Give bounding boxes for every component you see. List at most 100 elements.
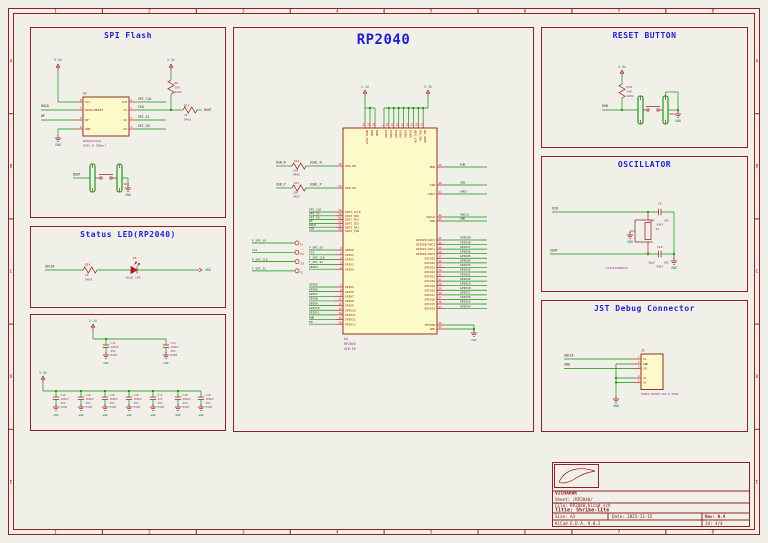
test-point[interactable] [294, 249, 300, 255]
text-label: GPIO4 [345, 267, 354, 271]
text-label: GPIO6 [345, 290, 354, 294]
text-label: GPIO22 [460, 268, 471, 272]
text-label: XIN [430, 183, 435, 187]
text-label: USBL_P [310, 183, 322, 187]
text-label: 1 [54, 8, 57, 14]
text-label: XIN [552, 207, 558, 211]
text-label: VICHARAK [555, 491, 577, 497]
text-label: 2 [148, 8, 151, 14]
text-label: CS1 [300, 253, 305, 256]
load-cap-c9[interactable] [658, 208, 662, 216]
led-symbol[interactable] [130, 261, 140, 275]
text-label: 25 [439, 217, 443, 221]
text-label: E [756, 479, 759, 485]
pullup-resistor-r10[interactable] [618, 83, 626, 99]
text-label: 39 [439, 245, 443, 249]
text-label: GPIO8 [345, 299, 354, 303]
text-label: SI [123, 118, 127, 122]
text-label: 20 [439, 181, 443, 185]
gnd-symbol [77, 404, 85, 411]
text-label: GND [126, 413, 131, 417]
text-label: SW1 [670, 112, 676, 116]
crystal-symbol[interactable] [643, 212, 653, 254]
symbol-shape [90, 323, 96, 328]
text-label: GPIO18 [460, 286, 471, 290]
symbol-shape [109, 176, 113, 180]
text-label: 52 [338, 208, 342, 212]
text-label: 1 [54, 529, 57, 535]
text-label: 46 [338, 162, 342, 166]
text-label: 0402 [206, 405, 213, 409]
text-label: 0402 [110, 405, 117, 409]
led-resistor-r14[interactable] [82, 266, 98, 274]
jst-connector-symbol[interactable] [640, 353, 664, 390]
text-label: 100nF [183, 397, 192, 401]
text-label: 14 [338, 311, 342, 315]
text-label: HOLD [41, 104, 49, 108]
text-label: VREG_VIN [413, 130, 417, 143]
text-label: 0402 [293, 195, 300, 199]
text-label: U3 [83, 92, 87, 96]
text-label: GND [175, 413, 180, 417]
text-label: SI [300, 272, 303, 275]
text-label: B [756, 164, 759, 170]
text-label: 3.3v [167, 58, 175, 62]
rp2040-chip-symbol[interactable] [342, 127, 438, 335]
text-label: 7 [618, 8, 621, 14]
text-label: Sheet: /RP2040/ [555, 497, 593, 502]
junction-dot [422, 106, 425, 110]
text-label: 1.1V [89, 319, 97, 323]
text-label: 43 [421, 123, 424, 126]
series-resistor-r11[interactable] [182, 106, 198, 114]
text-label: WP [309, 219, 313, 223]
text-label: C13 [61, 393, 66, 397]
resistor-symbol [291, 184, 307, 192]
gnd-symbol [101, 404, 109, 411]
text-label: XOUT [460, 190, 467, 194]
text-label: R10 [627, 85, 633, 89]
test-point[interactable] [294, 259, 300, 264]
usb-series-resistor[interactable] [291, 162, 307, 170]
test-point[interactable] [294, 240, 300, 246]
text-label: Date: 2025-11-15 [612, 514, 653, 519]
junction-dot [614, 376, 618, 380]
text-label: VCC [85, 100, 91, 104]
text-label: F_SPI_SI [252, 267, 266, 271]
text-label: 2 [131, 125, 133, 129]
text-label: GPIO17 [425, 293, 436, 297]
test-point[interactable] [294, 268, 300, 274]
text-label: 21 [439, 190, 443, 194]
text-label: 4 [638, 374, 640, 378]
usb-series-resistor[interactable] [291, 184, 307, 192]
text-label: QSPI_CSN [345, 229, 359, 233]
text-label: 49 [406, 123, 409, 126]
text-label: SWD [430, 219, 435, 223]
text-label: 15 [338, 316, 342, 320]
text-label: GND [78, 413, 83, 417]
text-label: 50 [372, 123, 375, 126]
text-label: 19 [439, 321, 443, 325]
pullup-resistor-r9[interactable] [167, 79, 175, 95]
text-label: 25V [110, 401, 115, 405]
load-cap-c10[interactable] [658, 250, 662, 258]
reset-push-button[interactable] [637, 95, 669, 125]
text-label: C15 [110, 393, 115, 397]
text-label: GPIO10 [309, 306, 320, 310]
text-label: 1 [638, 355, 640, 359]
text-label: GPIO3 [345, 263, 354, 267]
boot-button[interactable] [89, 163, 123, 193]
text-label: CS1 [252, 248, 257, 252]
gnd-symbol [670, 258, 678, 265]
